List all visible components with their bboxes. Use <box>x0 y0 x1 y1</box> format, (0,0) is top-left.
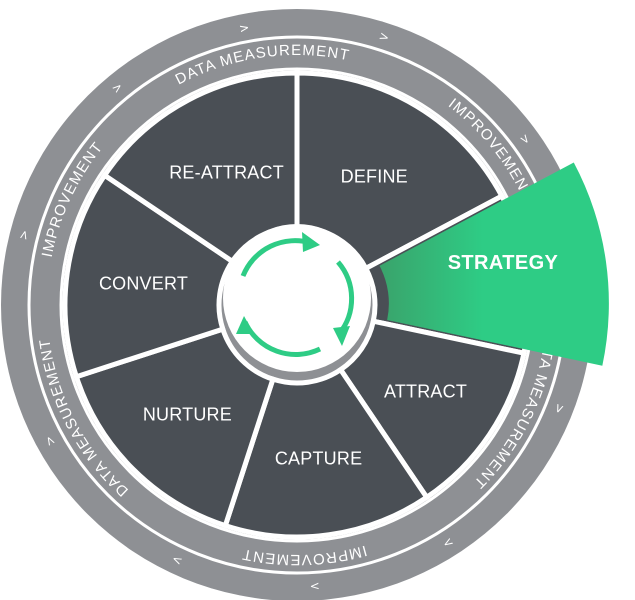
segment-label: RE-ATTRACT <box>169 163 284 183</box>
segment-label: CAPTURE <box>275 448 362 468</box>
chevron-icon: > <box>238 20 251 36</box>
segment-layer: DEFINE ATTRACT CAPTURE NURTURE CONVERT RE-ATT… <box>62 70 532 540</box>
segment-attract[interactable] <box>337 318 527 501</box>
center-hub <box>223 224 371 372</box>
segment-label: CONVERT <box>99 273 188 293</box>
chevron-icon: > <box>551 402 568 417</box>
chevron-icon: > <box>16 228 32 241</box>
strategy-highlight-label: STRATEGY <box>448 252 559 274</box>
segment-capture[interactable] <box>222 366 431 540</box>
strategy-highlight-wedge[interactable] <box>379 162 609 366</box>
cycle-arrows-icon <box>236 232 355 357</box>
segment-label: ATTRACT <box>384 382 467 402</box>
segment-convert[interactable] <box>62 171 236 380</box>
segment-label: DEFINE <box>341 166 408 186</box>
segment-nurture[interactable] <box>73 325 277 529</box>
chevron-icon: > <box>377 29 391 45</box>
segment-label: NURTURE <box>143 405 232 425</box>
chevron-icon: > <box>309 579 320 594</box>
